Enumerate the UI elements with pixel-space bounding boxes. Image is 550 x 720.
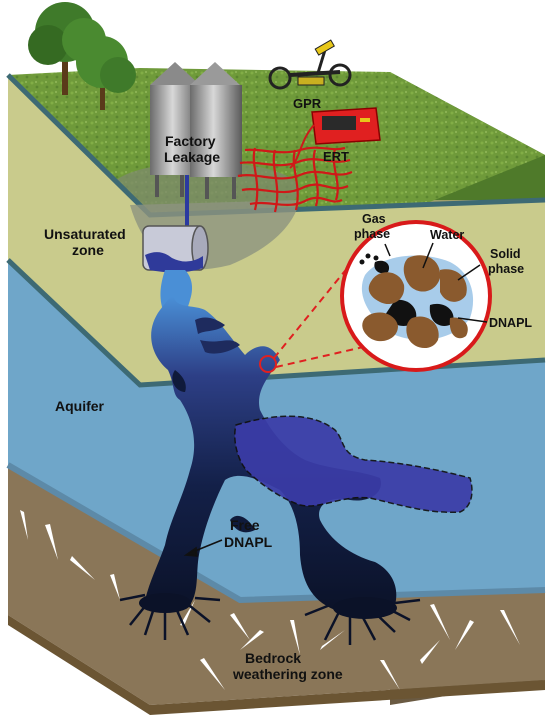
- ert-label: ERT: [323, 149, 349, 164]
- zoom-line-lower: [275, 344, 373, 368]
- gpr-label: GPR: [293, 96, 322, 111]
- leaking-drum: [142, 225, 209, 273]
- ert-device-icon: [289, 107, 381, 169]
- inset-solid-label-line1: Solid: [490, 247, 521, 261]
- unsaturated-label-line1: Unsaturated: [44, 226, 126, 242]
- inset-solid-label-line2: phase: [488, 262, 524, 276]
- bedrock-edge: [6, 462, 546, 604]
- ert-electrode-grid: [237, 146, 353, 213]
- aquifer-label: Aquifer: [55, 398, 105, 414]
- unsaturated-label-line2: zone: [72, 242, 104, 258]
- bedrock-layer: [8, 465, 545, 705]
- inset-water-label: Water: [430, 228, 464, 242]
- inset-gas-label-line2: phase: [354, 227, 390, 241]
- bedrock-label-line1: Bedrock: [245, 650, 301, 666]
- pore-scale-inset: [340, 220, 492, 372]
- bedrock-label-line2: weathering zone: [232, 666, 343, 682]
- free-dnapl-label-line2: DNAPL: [224, 534, 273, 550]
- free-dnapl-label-line1: Free: [230, 517, 260, 533]
- free-dnapl-arrow: [183, 539, 223, 557]
- dnapl-plume: [119, 270, 473, 645]
- bottom-edge: [8, 615, 545, 715]
- zoom-source-circle: [259, 355, 277, 373]
- factory-label-line1: Factory: [165, 133, 216, 149]
- factory-silos: [150, 62, 242, 233]
- labels: GPR ERT Factory Leakage Unsaturated zone…: [44, 96, 532, 682]
- bedrock-cracks: [20, 510, 520, 690]
- trees: [28, 2, 136, 110]
- free-dnapl-pool: [234, 415, 473, 514]
- inset-dnapl-label: DNAPL: [489, 316, 532, 330]
- gpr-device-icon: [268, 39, 352, 90]
- factory-label-line2: Leakage: [164, 149, 220, 165]
- inset-gas-label-line1: Gas: [362, 212, 386, 226]
